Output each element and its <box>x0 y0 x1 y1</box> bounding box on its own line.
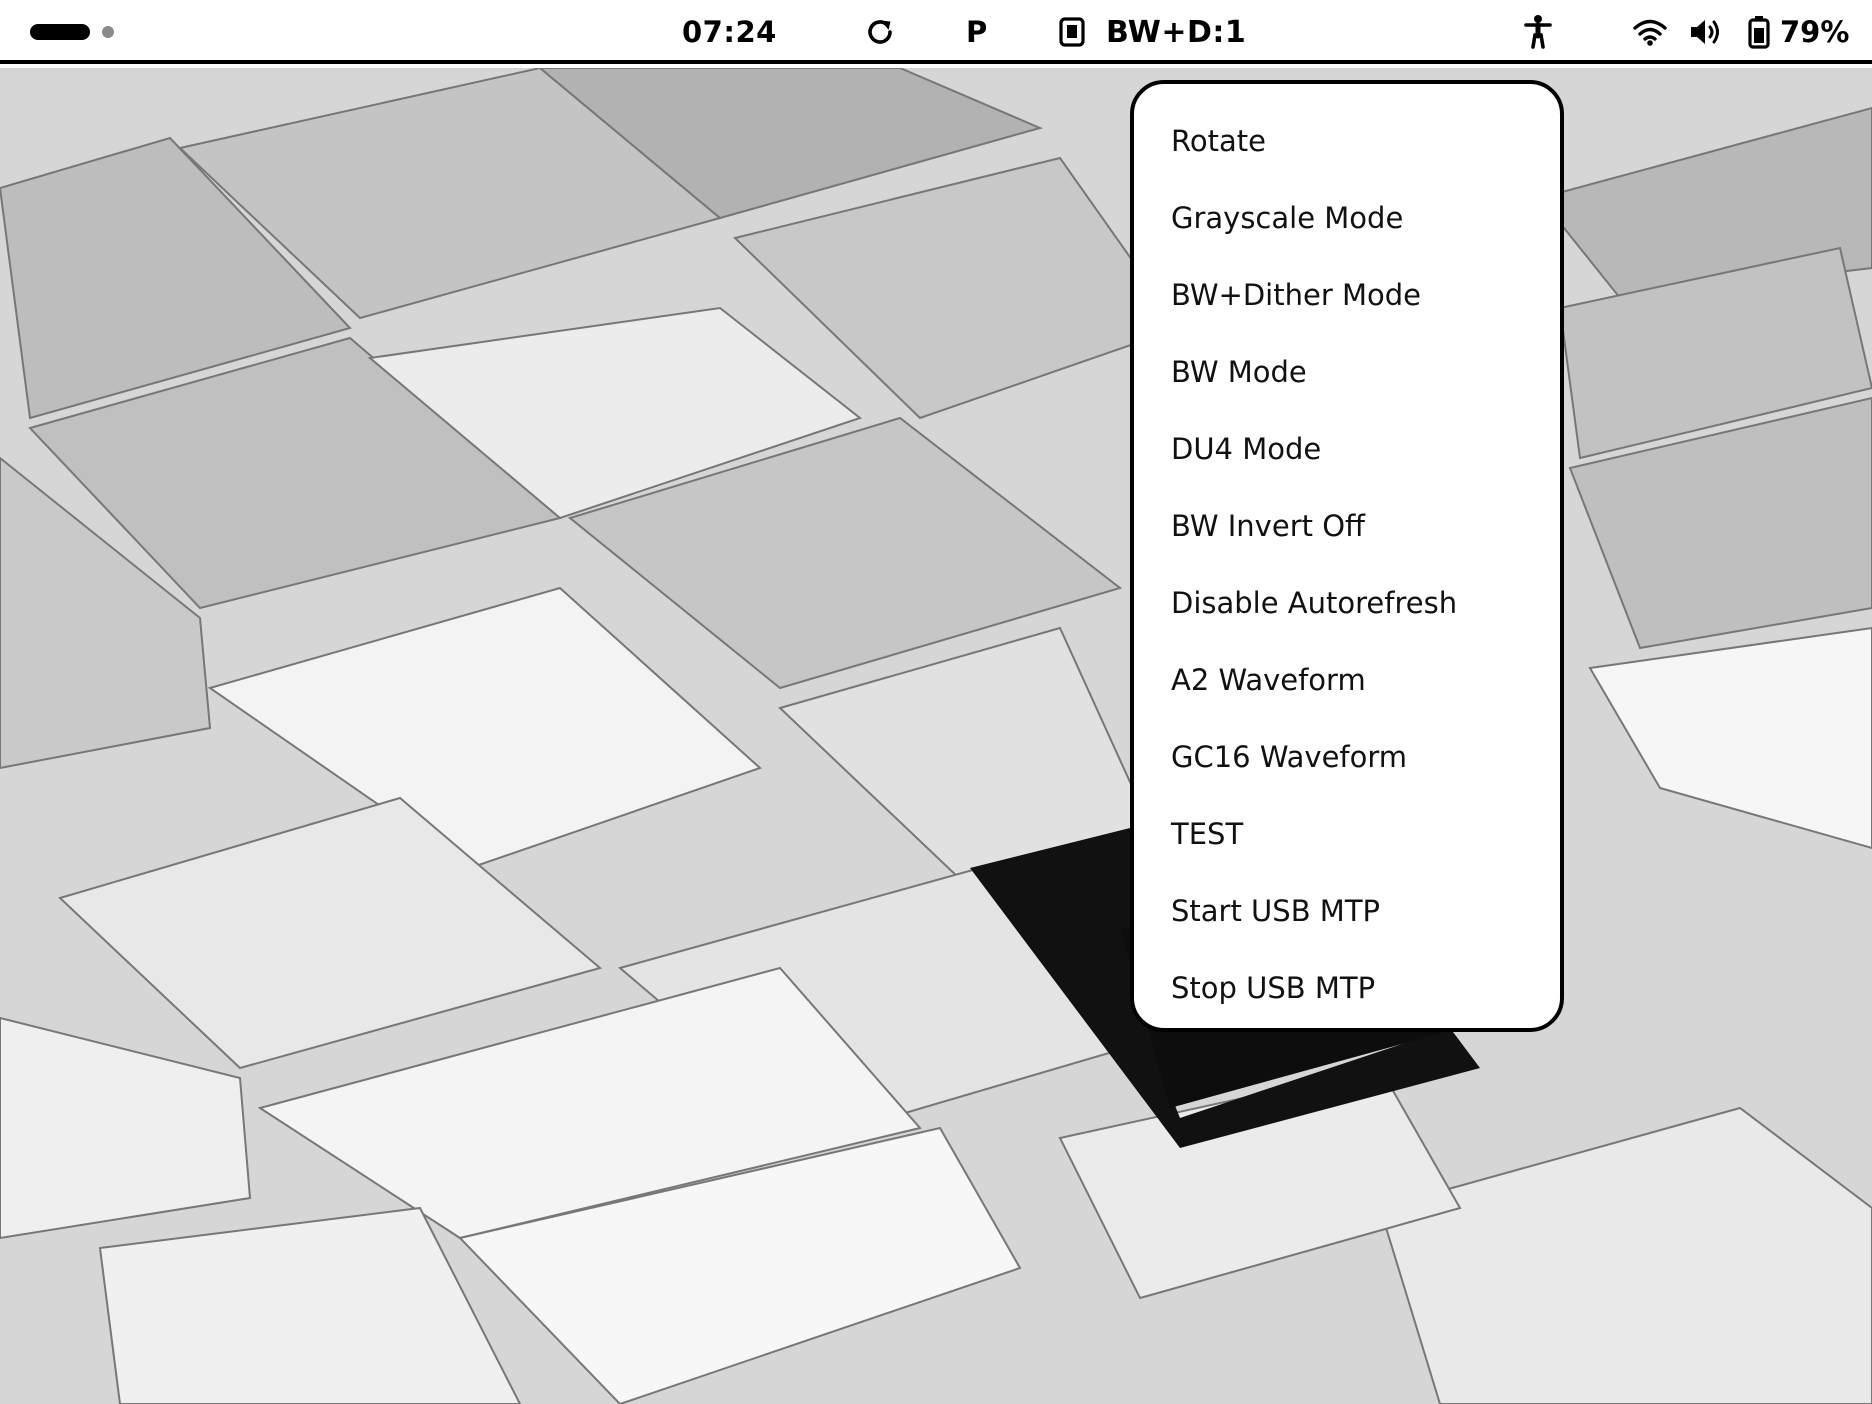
menu-item-gc16-waveform[interactable]: GC16 Waveform <box>1171 739 1408 774</box>
profile-label[interactable]: P <box>966 15 988 49</box>
menu-item-disable-autorefresh[interactable]: Disable Autorefresh <box>1171 585 1458 620</box>
display-mode-label: BW+D:1 <box>1106 14 1247 50</box>
battery-icon <box>1748 16 1770 49</box>
clock: 07:24 <box>682 15 777 49</box>
menu-item-bw-mode[interactable]: BW Mode <box>1171 354 1307 389</box>
page-indicator-active-pill <box>30 24 90 40</box>
menu-item-test[interactable]: TEST <box>1171 816 1244 851</box>
menu-item-a2-waveform[interactable]: A2 Waveform <box>1171 662 1366 697</box>
refresh-icon <box>868 20 892 44</box>
wifi-icon <box>1633 19 1667 46</box>
battery-status[interactable]: 79% <box>1748 0 1849 64</box>
status-bar: 07:24 P BW+D:1 <box>0 0 1872 64</box>
page-indicator[interactable] <box>30 0 114 64</box>
accessibility-button[interactable] <box>1520 0 1556 64</box>
display-mode-icon <box>1058 16 1086 48</box>
menu-item-grayscale-mode[interactable]: Grayscale Mode <box>1171 200 1404 235</box>
wallpaper-tiles <box>0 68 1872 1404</box>
display-options-menu: Rotate Grayscale Mode BW+Dither Mode BW … <box>1130 80 1564 1032</box>
page-indicator-dot <box>102 26 114 38</box>
refresh-button[interactable] <box>860 0 900 64</box>
menu-item-bw-invert-off[interactable]: BW Invert Off <box>1171 508 1366 543</box>
menu-item-stop-usb-mtp[interactable]: Stop USB MTP <box>1171 970 1376 1005</box>
battery-percent: 79% <box>1780 15 1850 49</box>
menu-item-rotate[interactable]: Rotate <box>1171 123 1266 158</box>
menu-item-start-usb-mtp[interactable]: Start USB MTP <box>1171 893 1381 928</box>
volume-icon <box>1691 20 1719 44</box>
menu-item-du4-mode[interactable]: DU4 Mode <box>1171 431 1322 466</box>
accessibility-icon <box>1524 15 1552 49</box>
display-mode-indicator[interactable]: BW+D:1 <box>1058 0 1246 64</box>
menu-item-bw-dither-mode[interactable]: BW+Dither Mode <box>1171 277 1421 312</box>
volume-status[interactable] <box>1686 0 1726 64</box>
wifi-status[interactable] <box>1630 0 1670 64</box>
